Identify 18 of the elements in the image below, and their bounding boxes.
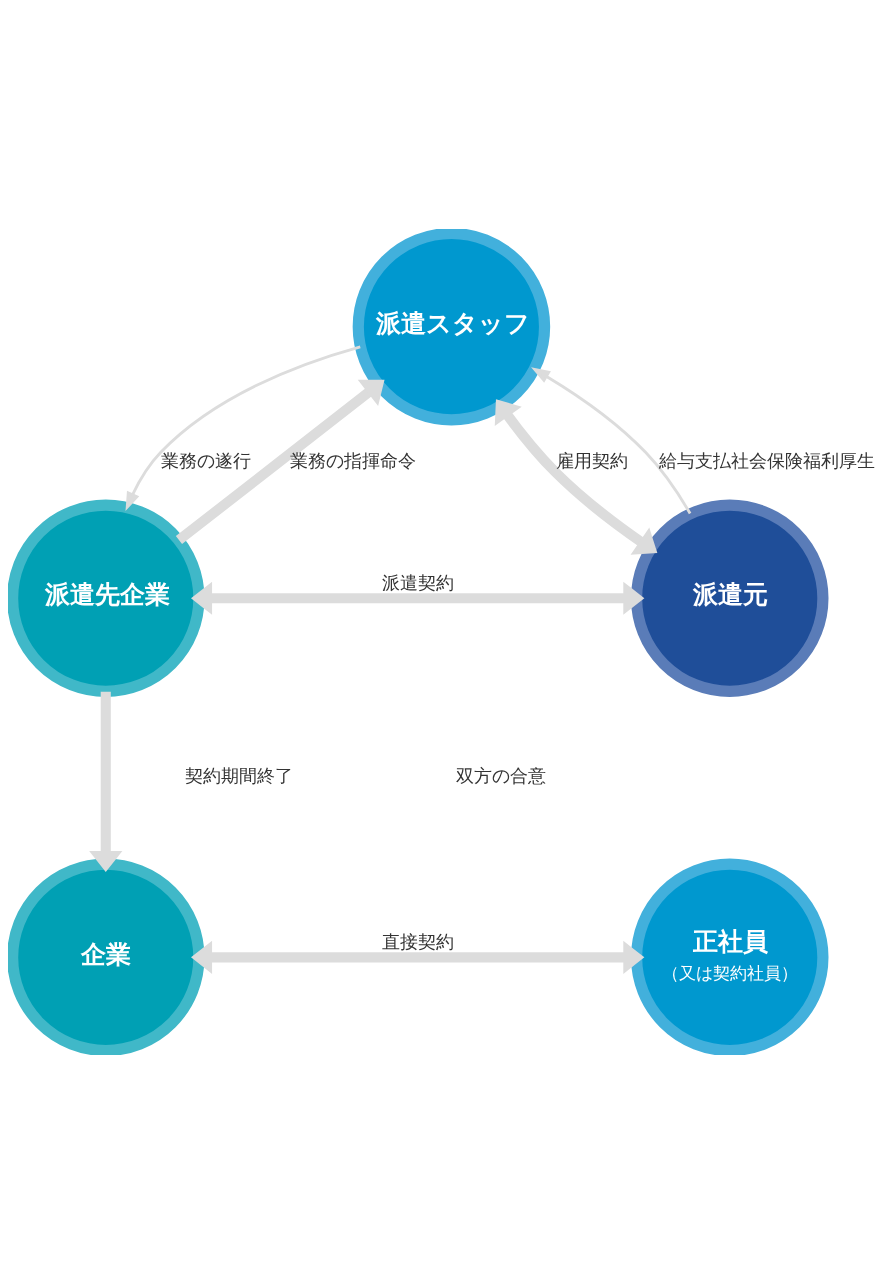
arrow	[175, 379, 385, 544]
arrow	[89, 691, 123, 872]
node-circle: 派遣先企業	[8, 498, 205, 697]
arrow	[125, 345, 361, 511]
arrow	[191, 581, 645, 615]
node-circle: 正社員 （又は契約社員）	[631, 858, 829, 1055]
edge-label: 給与支払社会保険福利厚生	[658, 449, 875, 471]
label: 契約期間終了	[185, 764, 294, 786]
node-circle: 企業	[8, 858, 205, 1055]
arrow	[531, 366, 692, 514]
edge-label: 雇用契約	[555, 449, 628, 471]
edge-label: 派遣契約	[381, 571, 454, 593]
edge-label: 業務の指揮命令	[289, 449, 416, 471]
label: 双方の合意	[455, 764, 546, 786]
edge-label: 直接契約	[381, 930, 454, 952]
arrow	[191, 940, 645, 974]
arrow	[494, 398, 658, 555]
edge-label: 業務の遂行	[160, 449, 251, 471]
